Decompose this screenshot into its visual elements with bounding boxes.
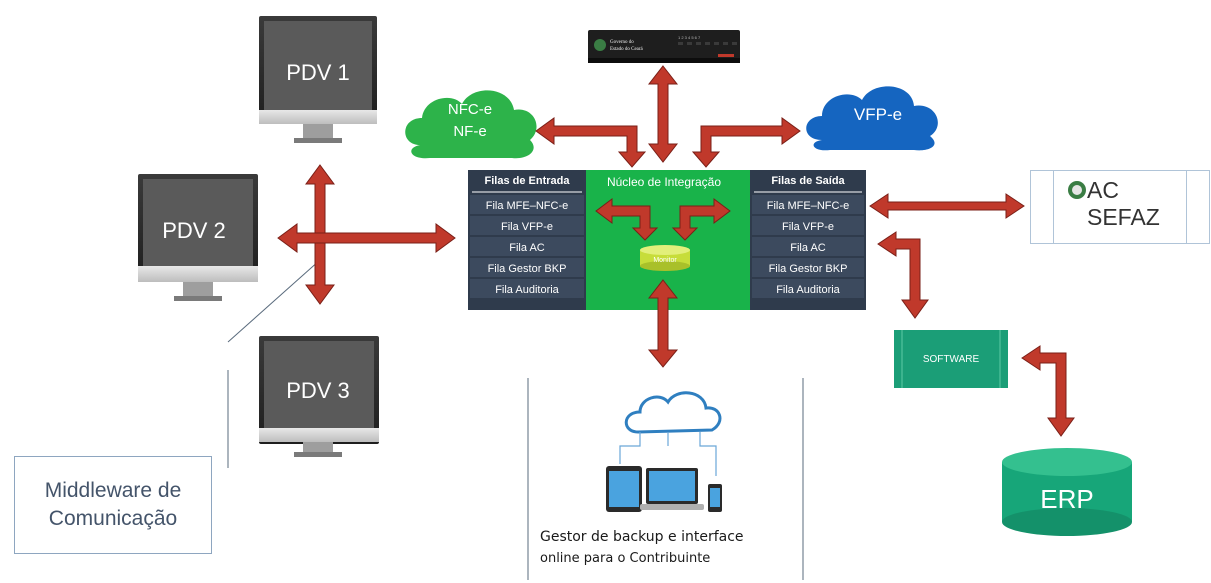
backup-caption: Gestor de backup e interface online para…: [540, 526, 800, 570]
ac-sefaz-arrow: [869, 193, 1025, 219]
sat-device: Governo do Estado do Ceará 1 2 3 4 5 6 7: [588, 30, 740, 63]
ac-sefaz-label: AC SEFAZ: [1087, 177, 1160, 231]
monitor-database-icon: Monitor: [640, 245, 690, 271]
middleware-pointer-line: [227, 259, 321, 343]
ceara-seal-icon: [594, 39, 606, 51]
middleware-caption-line1: Middleware de: [44, 479, 182, 502]
output-queue-item: Fila Gestor BKP: [769, 263, 848, 275]
device-port-numbers: 1 2 3 4 5 6 7: [678, 35, 701, 40]
device-logo-line2: Estado do Ceará: [610, 47, 644, 52]
middleware-caption-box: Middleware de Comunicação: [14, 456, 212, 554]
pdv-cross-arrows: [277, 164, 456, 305]
vfpe-label: VFP-e: [854, 105, 902, 124]
pdv-3-terminal: PDV 3: [259, 336, 379, 457]
nfe-label: NF-e: [453, 123, 486, 140]
vfpe-cloud: VFP-e: [806, 86, 938, 151]
nfce-cloud: NFC-e NF-e: [405, 90, 537, 159]
middleware-caption-line2: Comunicação: [48, 507, 178, 530]
backup-cloud-icon: [624, 391, 722, 434]
pdv-3-label: PDV 3: [286, 378, 350, 403]
pdv-2-terminal: PDV 2: [138, 174, 258, 301]
device-logo-line1: Governo do: [610, 40, 634, 45]
input-queue-item: Fila Auditoria: [495, 284, 559, 296]
input-queue-item: Fila AC: [509, 242, 545, 254]
input-queue-item: Fila MFE–NFC-e: [486, 200, 569, 212]
ceara-seal-icon: [1068, 181, 1086, 199]
output-queue-item: Fila VFP-e: [782, 221, 834, 233]
monitor-label: Monitor: [653, 257, 677, 264]
software-label: SOFTWARE: [923, 354, 980, 365]
erp-database-icon: ERP: [1002, 448, 1132, 536]
sefaz-label: SEFAZ: [1087, 204, 1160, 230]
software-arrow: [877, 231, 929, 319]
backup-caption-line2: online para o Contribuinte: [540, 551, 711, 566]
backup-devices-illustration: [606, 391, 722, 512]
ac-sefaz-box: AC SEFAZ: [1030, 170, 1210, 244]
input-queue-item: Fila Gestor BKP: [488, 263, 567, 275]
erp-label: ERP: [1040, 484, 1093, 514]
device-ports: [678, 42, 737, 45]
pdv-1-label: PDV 1: [286, 60, 350, 85]
erp-arrow: [1021, 345, 1075, 437]
backup-arrow: [647, 279, 679, 368]
input-queues-title: Filas de Entrada: [485, 175, 571, 187]
top-arrows: [535, 65, 801, 168]
ac-label: AC: [1087, 177, 1119, 203]
nfce-label: NFC-e: [448, 101, 492, 118]
output-queue-item: Fila MFE–NFC-e: [767, 200, 850, 212]
integration-core-title: Núcleo de Integração: [607, 175, 721, 189]
core-inner-arrows: [595, 198, 731, 241]
software-box: SOFTWARE: [894, 330, 1008, 388]
middleware-block: Filas de Entrada Fila MFE–NFC-e Fila VFP…: [468, 170, 866, 310]
output-queue-item: Fila Auditoria: [776, 284, 840, 296]
output-queues-title: Filas de Saída: [771, 175, 845, 187]
backup-caption-line1: Gestor de backup e interface: [540, 529, 744, 545]
pdv-2-label: PDV 2: [162, 218, 226, 243]
pdv-1-terminal: PDV 1: [259, 16, 377, 143]
input-queue-item: Fila VFP-e: [501, 221, 553, 233]
output-queue-item: Fila AC: [790, 242, 826, 254]
